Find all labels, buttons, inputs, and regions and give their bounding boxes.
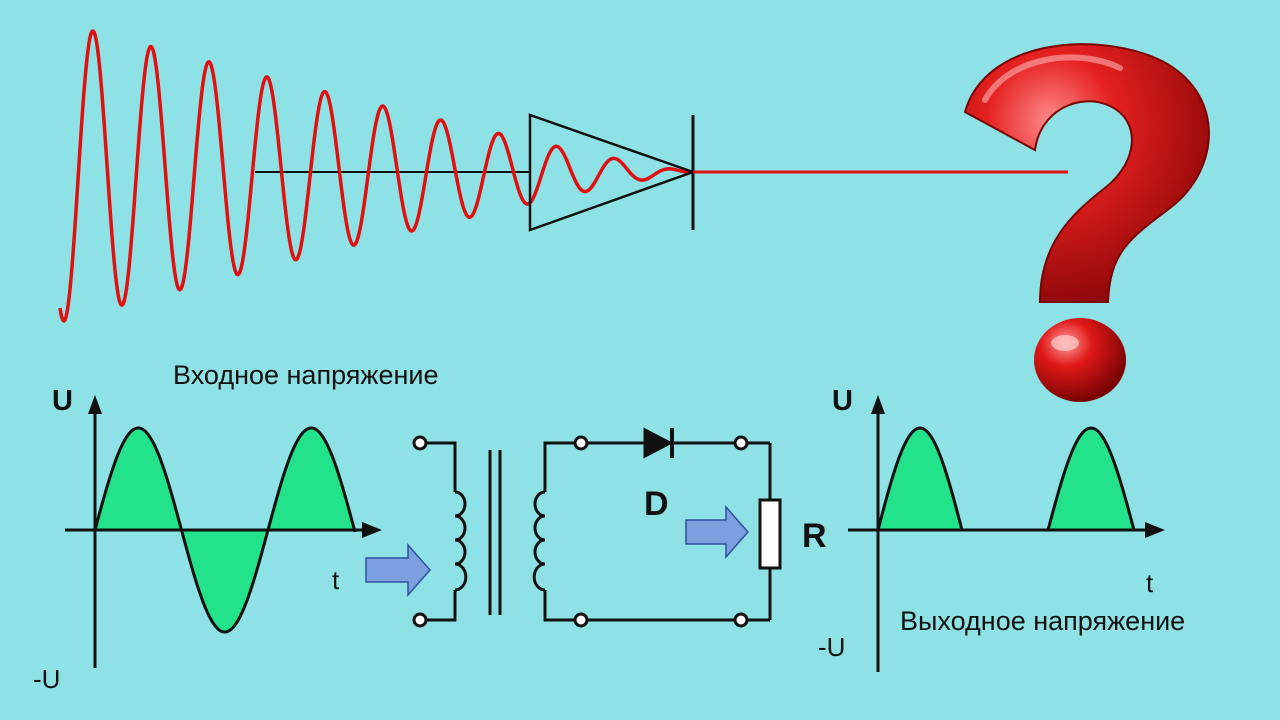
terminal	[412, 435, 428, 451]
output-y-neg-label: -U	[818, 632, 846, 662]
output-x-label: t	[1146, 568, 1154, 598]
output-y-label: U	[832, 385, 853, 417]
terminal	[573, 435, 589, 451]
input-x-arrow	[362, 522, 382, 538]
right-arrow-icon	[365, 543, 431, 597]
terminal	[573, 612, 589, 628]
question-mark-icon	[963, 43, 1210, 402]
input-voltage-plot	[65, 395, 382, 668]
resistor-label: R	[802, 517, 827, 555]
diode-icon	[643, 427, 674, 459]
input-y-label: U	[52, 385, 73, 417]
rectifier-circuit	[412, 427, 782, 628]
diode-label: D	[644, 485, 669, 523]
output-voltage-plot	[848, 395, 1165, 672]
output-x-arrow	[1145, 522, 1165, 538]
input-x-label: t	[332, 565, 340, 595]
input-caption: Входное напряжение	[173, 360, 439, 390]
right-arrow-icon	[685, 505, 749, 559]
input-y-arrow	[88, 395, 102, 414]
output-halfwave-fill	[876, 426, 1136, 532]
terminal	[733, 612, 749, 628]
terminal	[412, 612, 428, 628]
damped-signal-curve	[58, 29, 694, 323]
diode-icon	[528, 113, 697, 232]
output-y-arrow	[871, 395, 885, 414]
terminal	[733, 435, 749, 451]
resistor	[758, 498, 782, 570]
primary-coil	[454, 490, 468, 592]
input-y-neg-label: -U	[33, 664, 61, 694]
secondary-coil	[532, 490, 546, 592]
output-caption: Выходное напряжение	[900, 606, 1186, 636]
